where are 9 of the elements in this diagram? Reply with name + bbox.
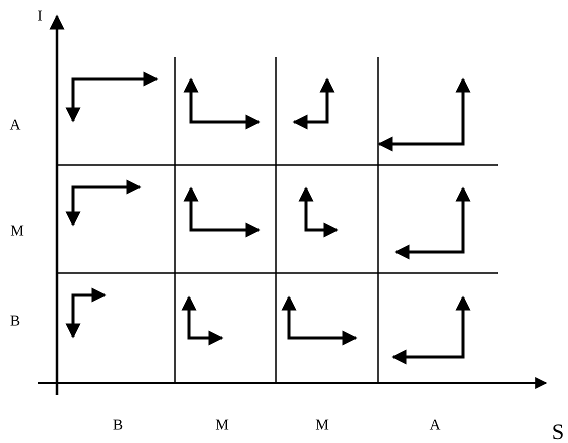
row-label: A bbox=[10, 118, 20, 134]
column-label: M bbox=[215, 418, 229, 434]
column-label: A bbox=[430, 418, 440, 434]
row-label: M bbox=[10, 224, 24, 240]
horizontal-axis-label: S bbox=[552, 421, 564, 443]
column-label: B bbox=[113, 418, 123, 434]
row-label: B bbox=[10, 314, 20, 330]
vertical-axis-label: I bbox=[38, 10, 42, 24]
column-label: M bbox=[315, 418, 329, 434]
